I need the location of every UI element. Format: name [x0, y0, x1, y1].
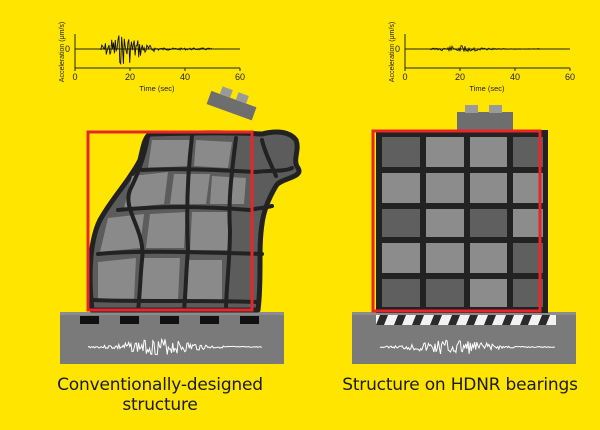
- building-window: [513, 209, 543, 237]
- right-building-windows: [382, 137, 543, 307]
- right-plot-y-label: Acceleration (μm/s): [389, 22, 396, 82]
- left-ground-wave: [87, 337, 263, 356]
- left-plot-x-label: Time (sec): [139, 84, 175, 93]
- building-window: [513, 279, 543, 307]
- right-plot-x-tick-20: 20: [455, 72, 465, 82]
- building-window: [426, 243, 464, 273]
- building-window: [426, 173, 464, 203]
- right-ground-wave: [379, 339, 555, 354]
- building-window: [470, 243, 507, 273]
- building-window: [426, 279, 464, 307]
- left-seismic-waveform: [99, 35, 212, 65]
- left-foundation-blocks: [80, 316, 259, 324]
- building-window: [470, 209, 507, 237]
- building-window: [426, 137, 464, 167]
- right-plot-x-label: Time (sec): [469, 84, 505, 93]
- building-window: [513, 243, 543, 273]
- left-original-outline-frame: [86, 130, 254, 312]
- left-plot-x-tick-40: 40: [180, 72, 190, 82]
- right-caption: Structure on HDNR bearings: [342, 375, 578, 395]
- building-window: [513, 137, 543, 167]
- building-window: [382, 209, 420, 237]
- right-seismic-waveform: [429, 45, 541, 53]
- right-plot-y-tick: 0: [395, 44, 400, 54]
- left-deformed-building: [60, 86, 302, 364]
- left-plot-x-tick-20: 20: [125, 72, 135, 82]
- right-plot-x-tick-60: 60: [565, 72, 575, 82]
- left-plot-x-tick-0: 0: [72, 72, 77, 82]
- building-window: [382, 243, 420, 273]
- left-caption: Conventionally-designed structure: [57, 375, 263, 415]
- left-plot-y-label: Acceleration (μm/s): [59, 22, 66, 82]
- building-window: [382, 137, 420, 167]
- left-roof-unit: [206, 86, 257, 121]
- left-building-grid: [90, 134, 294, 312]
- building-window: [382, 173, 420, 203]
- right-bearing-strip: [376, 315, 556, 325]
- right-isolated-building: [352, 105, 576, 364]
- building-window: [470, 137, 507, 167]
- building-window: [382, 279, 420, 307]
- building-window: [470, 173, 507, 203]
- left-plot-x-tick-60: 60: [235, 72, 245, 82]
- right-original-outline-frame: [371, 129, 542, 313]
- right-plot-x-tick-0: 0: [402, 72, 407, 82]
- building-window: [426, 209, 464, 237]
- right-acceleration-plot: 0 0 20 40 60 Time (sec) Acceleration (μm…: [389, 22, 575, 93]
- building-window: [513, 173, 543, 203]
- left-plot-y-tick: 0: [65, 44, 70, 54]
- right-plot-x-tick-40: 40: [510, 72, 520, 82]
- building-window: [470, 279, 507, 307]
- right-roof-unit: [457, 112, 513, 132]
- left-acceleration-plot: 0 0 20 40 60 Time (sec) Acceleration (μm…: [59, 22, 245, 93]
- hdnr-bearings: [376, 315, 550, 325]
